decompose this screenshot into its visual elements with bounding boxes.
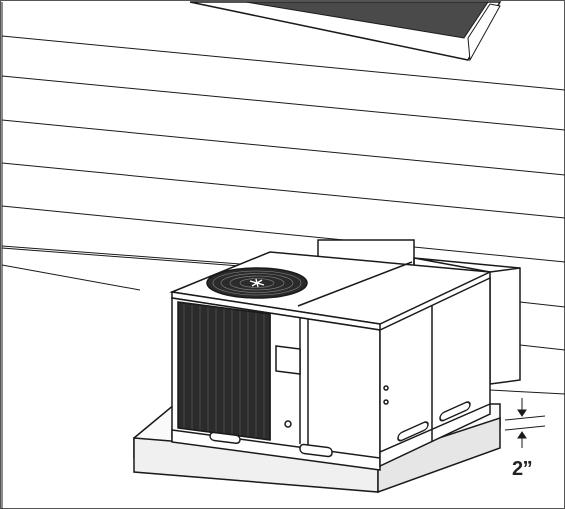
- fan-icon: [206, 267, 308, 299]
- clearance-dimension-label: 2”: [512, 458, 533, 480]
- unit-side: [379, 276, 491, 468]
- window: [189, 1, 502, 62]
- unit-front: [171, 297, 381, 471]
- ground: [1, 248, 141, 509]
- up-down-arrow-icon: [504, 398, 546, 448]
